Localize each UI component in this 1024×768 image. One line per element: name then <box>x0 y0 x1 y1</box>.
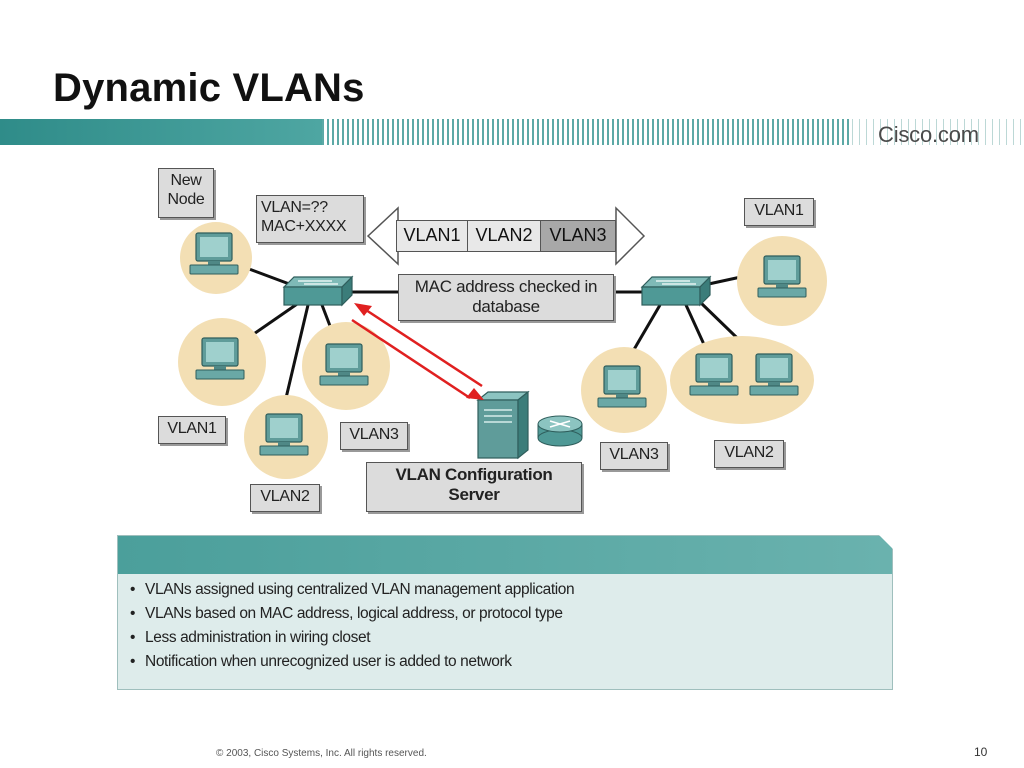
list-item: Less administration in wiring closet <box>130 626 574 650</box>
banner-tail <box>852 119 1024 145</box>
router-icon <box>537 415 583 447</box>
left-vlan3-label: VLAN3 <box>340 422 408 450</box>
list-item: VLANs based on MAC address, logical addr… <box>130 602 574 626</box>
frame-arrow <box>366 206 646 266</box>
banner-stripes <box>322 119 852 145</box>
list-item: VLANs assigned using centralized VLAN ma… <box>130 578 575 602</box>
mac-check-label: MAC address checked in database <box>398 274 614 321</box>
left-vlan2-label: VLAN2 <box>250 484 320 512</box>
frame-field-vlan2: VLAN2 <box>467 220 541 252</box>
left-computer-vlan1-icon <box>195 337 245 380</box>
frame-field-vlan1: VLAN1 <box>396 220 468 252</box>
right-vlan2-label: VLAN2 <box>714 440 784 468</box>
left-computer-vlan3-icon <box>319 343 369 386</box>
vlan-server-icon <box>476 390 530 460</box>
left-vlan1-label: VLAN1 <box>158 416 226 444</box>
slide-title: Dynamic VLANs <box>53 66 365 110</box>
notes-header-bar <box>118 536 892 574</box>
right-computer-vlan3-icon <box>597 365 647 408</box>
right-computer-vlan2b-icon <box>749 353 799 396</box>
vlan-server-label: VLAN Configuration Server <box>366 462 582 512</box>
brand-logo: Cisco.com <box>878 122 979 147</box>
list-item: Notification when unrecognized user is a… <box>130 650 574 674</box>
notes-corner-fold <box>879 535 893 549</box>
right-vlan1-label: VLAN1 <box>744 198 814 226</box>
frame-field-vlan3: VLAN3 <box>540 220 616 252</box>
left-switch-icon <box>283 276 353 306</box>
copyright-footer: © 2003, Cisco Systems, Inc. All rights r… <box>216 748 427 759</box>
vlan-query-label: VLAN=?? MAC+XXXX <box>256 195 364 243</box>
left-computer-vlan2-icon <box>259 413 309 456</box>
notes-list: VLANs assigned using centralized VLAN ma… <box>130 578 575 674</box>
new-node-computer-icon <box>189 232 239 275</box>
new-node-label: New Node <box>158 168 214 218</box>
title-banner <box>0 119 1024 145</box>
right-vlan3-label: VLAN3 <box>600 442 668 470</box>
right-switch-icon <box>641 276 711 306</box>
right-computer-vlan1-icon <box>757 255 807 298</box>
query-arrows <box>351 303 484 400</box>
page-number: 10 <box>974 745 988 759</box>
banner-solid-bar <box>0 119 322 145</box>
notes-panel: VLANs assigned using centralized VLAN ma… <box>117 535 893 690</box>
right-computer-vlan2a-icon <box>689 353 739 396</box>
